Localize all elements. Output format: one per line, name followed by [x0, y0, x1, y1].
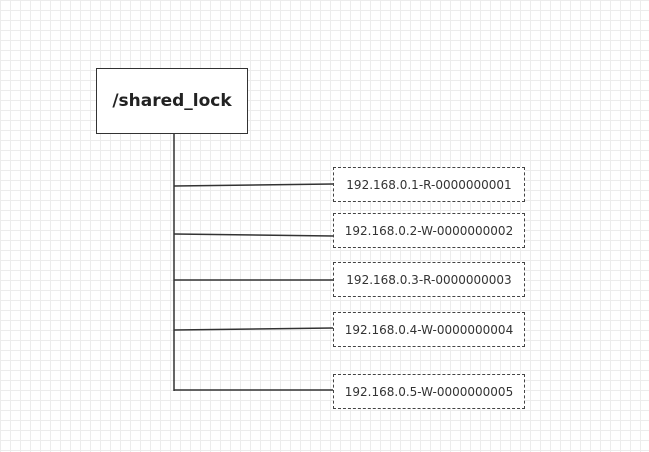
child-znode-label: 192.168.0.5-W-0000000005 [344, 384, 514, 399]
child-znode-3[interactable]: 192.168.0.3-R-0000000003 [333, 262, 525, 297]
child-znode-label: 192.168.0.3-R-0000000003 [346, 272, 512, 287]
child-znode-label: 192.168.0.2-W-0000000002 [344, 223, 514, 238]
root-znode-label: /shared_lock [112, 91, 232, 111]
branch-line-1 [173, 183, 334, 187]
child-znode-2[interactable]: 192.168.0.2-W-0000000002 [333, 213, 525, 248]
branch-line-2 [173, 233, 334, 237]
root-znode[interactable]: /shared_lock [96, 68, 248, 134]
child-znode-5[interactable]: 192.168.0.5-W-0000000005 [333, 374, 525, 409]
child-znode-1[interactable]: 192.168.0.1-R-0000000001 [333, 167, 525, 202]
branch-line-4 [173, 327, 334, 331]
child-znode-4[interactable]: 192.168.0.4-W-0000000004 [333, 312, 525, 347]
child-znode-label: 192.168.0.4-W-0000000004 [344, 322, 514, 337]
child-znode-label: 192.168.0.1-R-0000000001 [346, 177, 512, 192]
